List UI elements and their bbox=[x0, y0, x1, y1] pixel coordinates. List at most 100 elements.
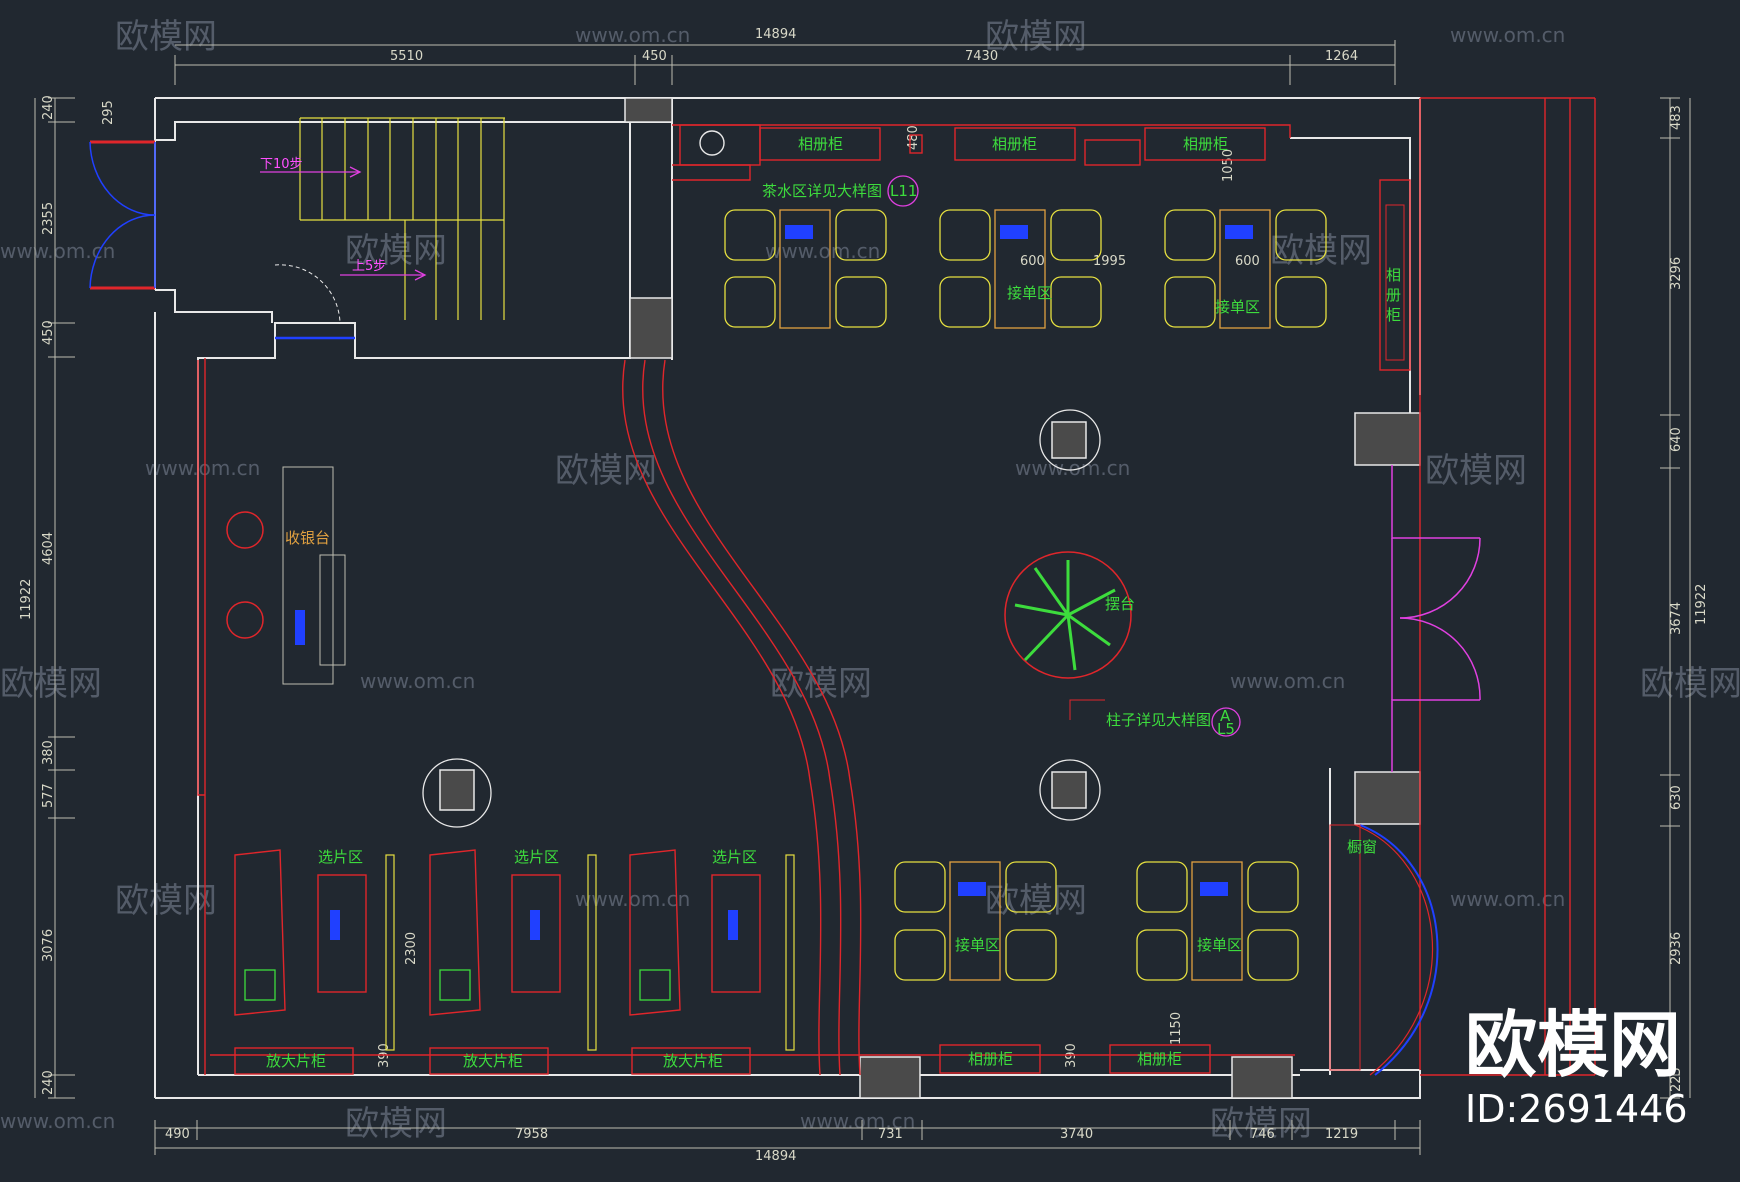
watermark-brand: 欧模网 bbox=[0, 664, 102, 704]
stairs bbox=[299, 117, 505, 320]
dim-bottom-total: 14894 bbox=[755, 1149, 796, 1164]
dim-inner-600a: 600 bbox=[1020, 254, 1045, 269]
watermark-url: www.om.cn bbox=[575, 23, 690, 47]
tea-area-label: 茶水区详见大样图 bbox=[762, 182, 882, 200]
watermark-url: www.om.cn bbox=[0, 1109, 115, 1133]
watermark-url: www.om.cn bbox=[145, 456, 260, 480]
dim-top-d: 1264 bbox=[1325, 49, 1358, 64]
dim-right-e: 630 bbox=[1669, 785, 1684, 810]
top-cabinets bbox=[672, 124, 1291, 181]
watermark-brand: 欧模网 bbox=[1425, 451, 1527, 491]
watermark-url: www.om.cn bbox=[1450, 23, 1565, 47]
watermark-url: www.om.cn bbox=[1015, 456, 1130, 480]
dim-right-c: 640 bbox=[1669, 427, 1684, 452]
photo-select-label: 选片区 bbox=[318, 848, 363, 866]
pillar-ref-b: L5 bbox=[1217, 720, 1235, 738]
watermark-url: www.om.cn bbox=[1450, 887, 1565, 911]
pillar-note-label: 柱子详见大样图 bbox=[1106, 711, 1211, 729]
curved-partition bbox=[197, 358, 862, 1076]
display-window-label: 橱窗 bbox=[1347, 838, 1377, 856]
watermark-url: www.om.cn bbox=[360, 669, 475, 693]
computer-icons bbox=[295, 225, 1253, 940]
stair-arrows bbox=[260, 166, 427, 281]
columns bbox=[439, 97, 1421, 1099]
photo-select-label: 选片区 bbox=[514, 848, 559, 866]
cashier-label: 收银台 bbox=[285, 529, 330, 547]
enlarge-cabinet-label: 放大片柜 bbox=[663, 1052, 723, 1070]
album-cabinet-label: 相册柜 bbox=[1137, 1050, 1182, 1068]
left-door bbox=[89, 140, 355, 340]
watermark-url: www.om.cn bbox=[0, 239, 115, 263]
enlarge-cabinet-label: 放大片柜 bbox=[266, 1052, 326, 1070]
dim-left-a: 240 bbox=[41, 95, 56, 120]
dim-bottom-f: 1219 bbox=[1325, 1127, 1358, 1142]
watermark-url: www.om.cn bbox=[765, 239, 880, 263]
dim-inner-2300: 2300 bbox=[404, 932, 419, 965]
dim-right-f: 2936 bbox=[1669, 932, 1684, 965]
dim-right-total: 11922 bbox=[1694, 584, 1709, 625]
bottom-cabinets bbox=[210, 1044, 1295, 1075]
dim-left-g: 577 bbox=[41, 783, 56, 808]
watermark-brand: 欧模网 bbox=[115, 881, 217, 921]
watermark-brand: 欧模网 bbox=[555, 451, 657, 491]
watermark-url: www.om.cn bbox=[800, 1109, 915, 1133]
album-cabinet-label: 相册柜 bbox=[1183, 135, 1228, 153]
column-rings bbox=[422, 409, 1101, 828]
dim-top-b: 450 bbox=[642, 49, 667, 64]
dim-inner-600b: 600 bbox=[1235, 254, 1260, 269]
album-cabinet-label: 相册柜 bbox=[968, 1050, 1013, 1068]
dim-bottom-a: 490 bbox=[165, 1127, 190, 1142]
dim-bottom-c: 731 bbox=[878, 1127, 903, 1142]
dim-inner-1995: 1995 bbox=[1093, 254, 1126, 269]
tea-area-ref: L11 bbox=[890, 182, 917, 200]
order-area-label: 接单区 bbox=[1215, 298, 1260, 316]
dim-left-b: 295 bbox=[101, 100, 116, 125]
dim-right-d: 3674 bbox=[1669, 602, 1684, 635]
walls bbox=[154, 97, 1421, 1099]
dimension-lines bbox=[34, 40, 1691, 1155]
stairs-up-label: 上5步 bbox=[352, 259, 386, 274]
watermark-url: www.om.cn bbox=[575, 887, 690, 911]
dim-top-total: 14894 bbox=[755, 27, 796, 42]
watermark-url: www.om.cn bbox=[1230, 669, 1345, 693]
watermark-brand: 欧模网 bbox=[770, 664, 872, 704]
dim-top-c: 7430 bbox=[965, 49, 998, 64]
dim-top-a: 5510 bbox=[390, 49, 423, 64]
order-desks-bottom bbox=[894, 861, 1299, 981]
dim-left-c: 2355 bbox=[41, 202, 56, 235]
order-area-label: 接单区 bbox=[1007, 284, 1052, 302]
order-area-label: 接单区 bbox=[955, 936, 1000, 954]
display-label: 摆台 bbox=[1105, 595, 1135, 613]
dimension-text: 14894 5510 450 7430 1264 490 7958 731 37… bbox=[19, 27, 1709, 1164]
album-cabinet-label: 相册柜 bbox=[992, 135, 1037, 153]
watermark-brand: 欧模网 bbox=[985, 17, 1087, 57]
dim-left-i: 240 bbox=[41, 1070, 56, 1095]
dim-bottom-e: 746 bbox=[1250, 1127, 1275, 1142]
dim-left-total: 11922 bbox=[19, 579, 34, 620]
order-area-label: 接单区 bbox=[1197, 936, 1242, 954]
order-desks-top bbox=[724, 209, 1327, 329]
dim-inner-1050: 1050 bbox=[1221, 149, 1236, 182]
watermark-brand: 欧模网 bbox=[115, 17, 217, 57]
dim-left-f: 380 bbox=[41, 740, 56, 765]
watermark-brand: 欧模网 bbox=[345, 1104, 447, 1144]
stairs-down-label: 下10步 bbox=[260, 157, 303, 172]
watermark-layer: 欧模网 www.om.cn 欧模网 www.om.cn www.om.cn 欧模… bbox=[0, 17, 1740, 1144]
cashier bbox=[226, 466, 346, 685]
pillar-ref-a: A bbox=[1220, 707, 1231, 725]
dim-right-b: 3296 bbox=[1669, 257, 1684, 290]
dim-left-d: 450 bbox=[41, 320, 56, 345]
window-vertical-label: 相 册 柜 bbox=[1386, 266, 1401, 324]
dim-right-a: 483 bbox=[1669, 105, 1684, 130]
watermark-brand-large: 欧模网 bbox=[1465, 1003, 1681, 1087]
album-cabinet-char: 册 bbox=[1386, 286, 1401, 304]
photo-select-label: 选片区 bbox=[712, 848, 757, 866]
dim-inner-1150: 1150 bbox=[1169, 1012, 1184, 1045]
display-stand bbox=[1004, 551, 1132, 679]
dim-bottom-d: 3740 bbox=[1060, 1127, 1093, 1142]
right-wall-details bbox=[1329, 97, 1596, 1076]
album-cabinet-label: 相册柜 bbox=[798, 135, 843, 153]
watermark-brand: 欧模网 bbox=[1210, 1104, 1312, 1144]
dim-bottom-b: 7958 bbox=[515, 1127, 548, 1142]
